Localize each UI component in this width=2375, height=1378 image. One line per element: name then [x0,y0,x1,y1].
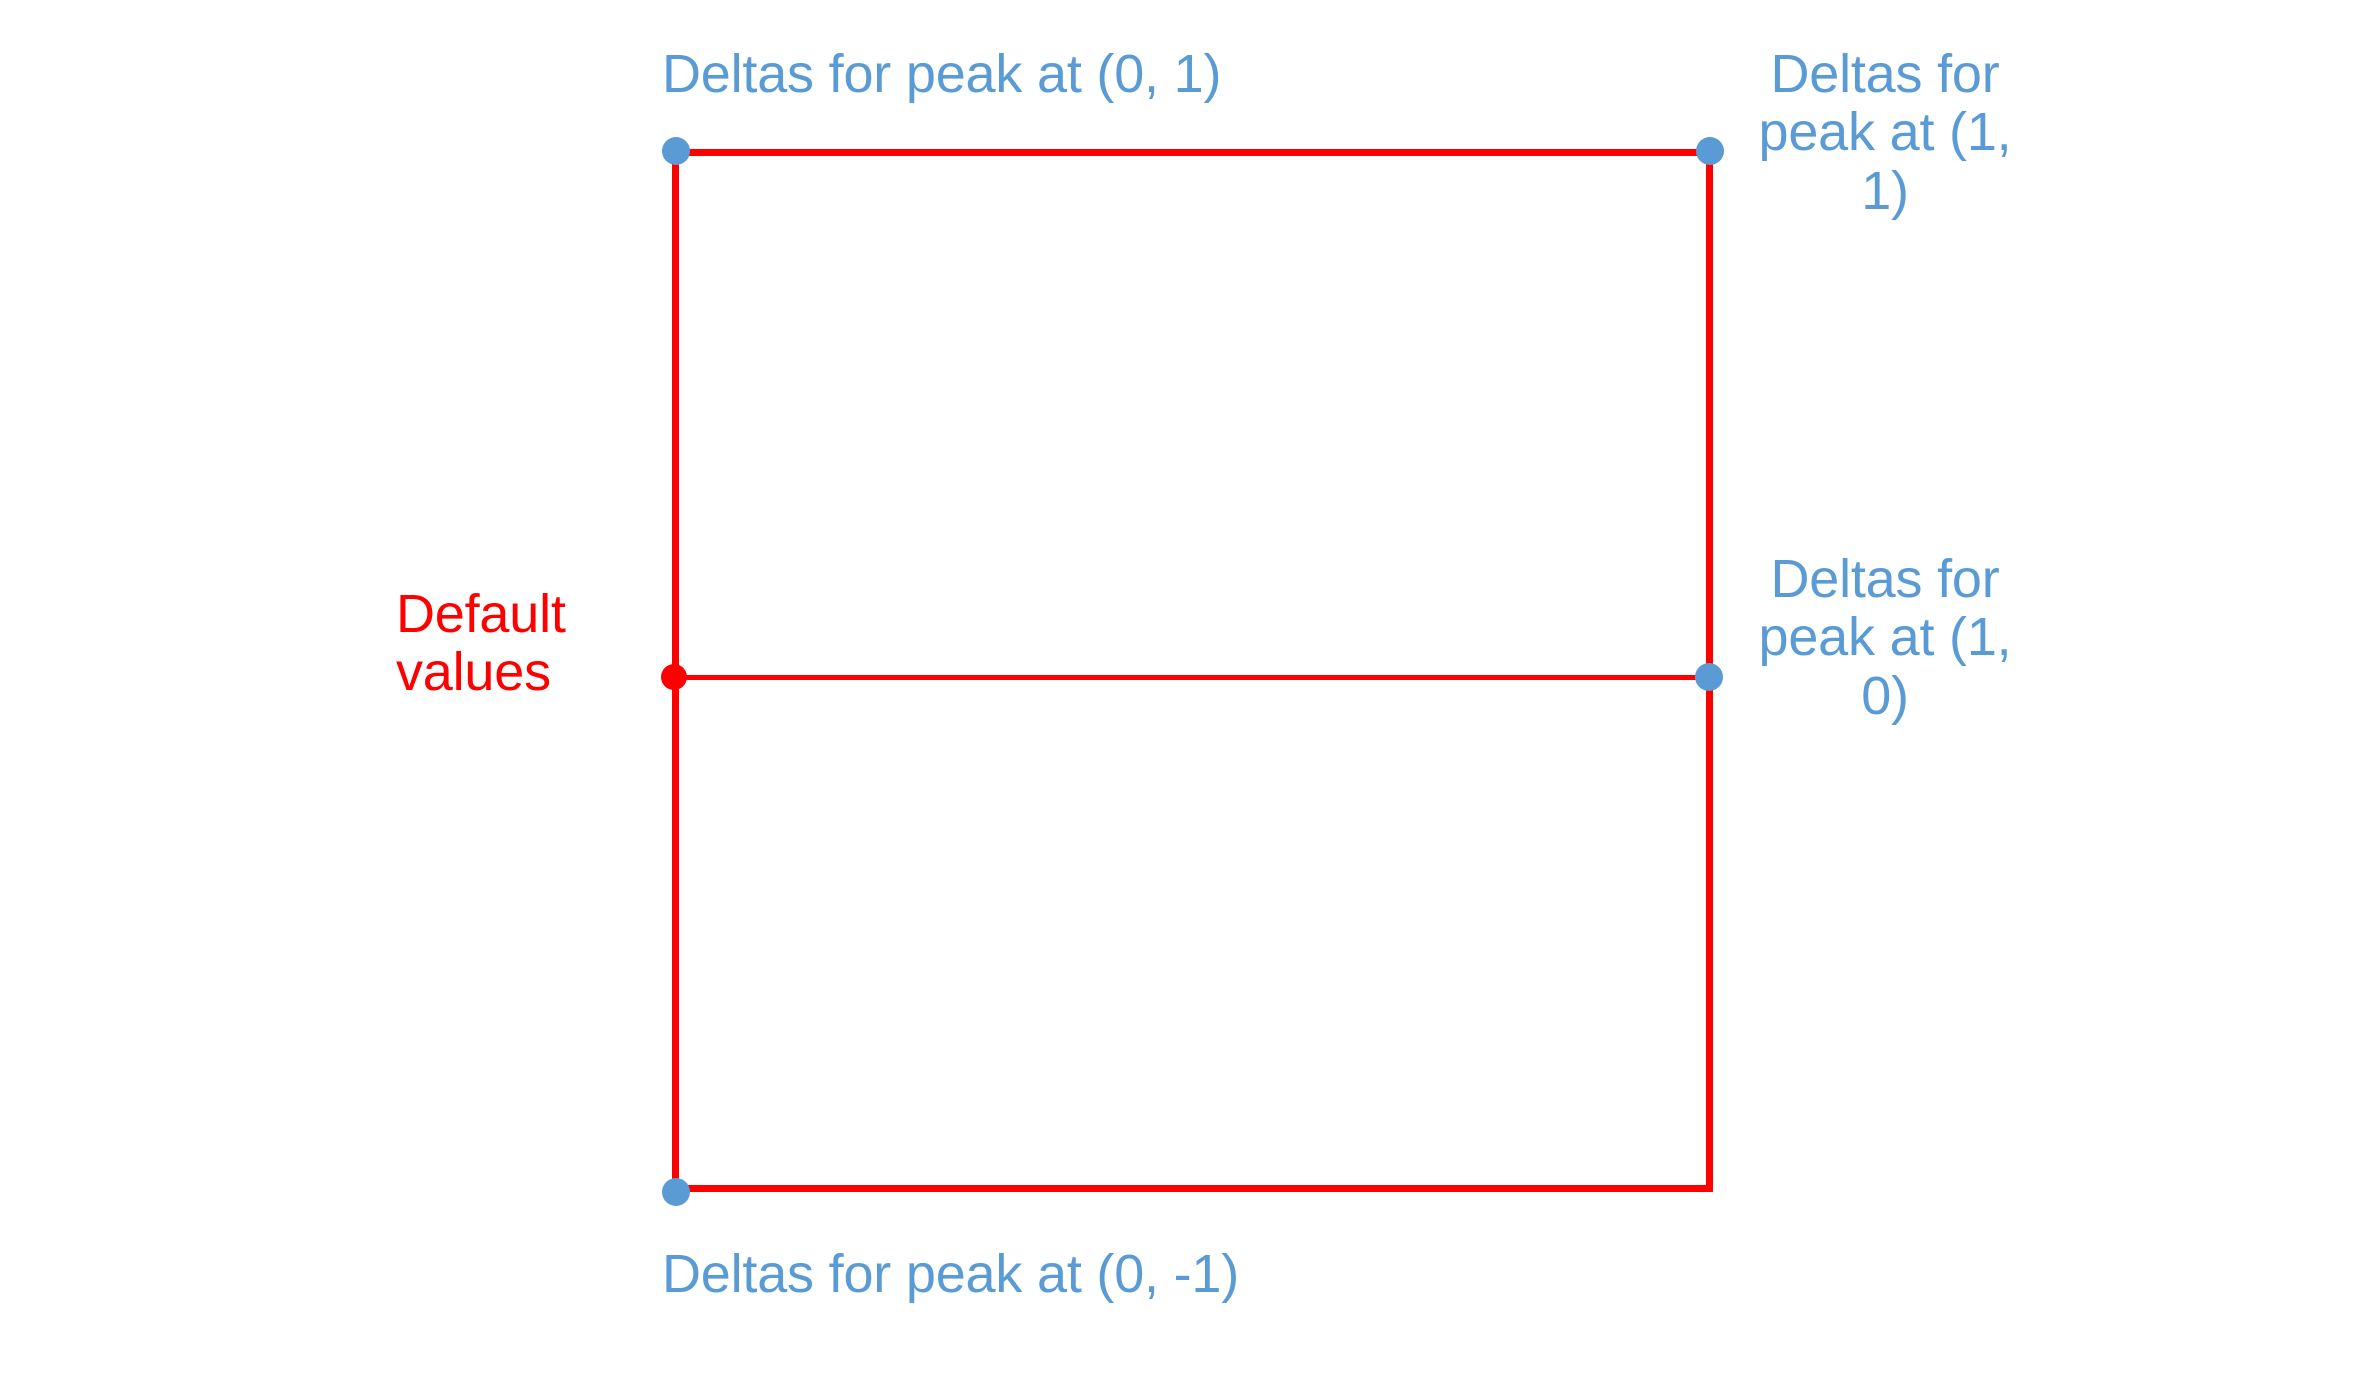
label-deltas-peak-1-0: Deltas for peak at (1, 0) [1758,549,2012,726]
vertex-dot-mid-right[interactable] [1695,663,1723,691]
vertex-dot-bottom-left[interactable] [662,1178,690,1206]
label-deltas-peak-1-1: Deltas for peak at (1, 1) [1758,44,2012,221]
delta-rectangle-outline [672,149,1713,1192]
label-deltas-peak-0-neg1: Deltas for peak at (0, -1) [662,1244,1240,1304]
label-default-values: Default values [396,584,566,703]
label-deltas-peak-0-1: Deltas for peak at (0, 1) [662,44,1222,104]
delta-mid-horizontal-line [672,675,1713,680]
vertex-dot-top-right[interactable] [1696,137,1724,165]
vertex-dot-top-left[interactable] [662,137,690,165]
vertex-dot-mid-left-default[interactable] [661,664,687,690]
